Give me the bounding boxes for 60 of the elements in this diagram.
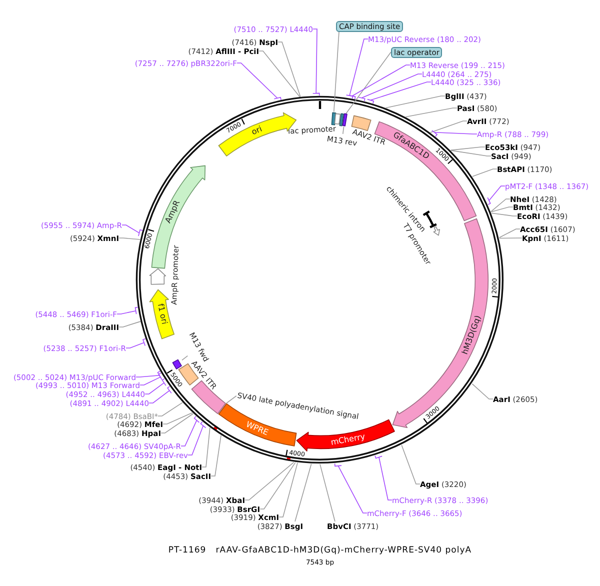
leader-line: [344, 52, 392, 116]
leader-line: [450, 150, 492, 156]
feature-bar: [342, 113, 348, 127]
feature-bar: [172, 358, 182, 370]
leader-line: [180, 416, 200, 446]
leader-line: [333, 31, 340, 112]
leader-line: [140, 372, 163, 386]
leader-line: [278, 42, 301, 98]
leader-line: [491, 212, 518, 216]
leader-line: [258, 50, 300, 98]
leader-line: [346, 38, 368, 100]
leader-line: [148, 386, 172, 404]
leader-line: [374, 455, 392, 500]
leader-line: [118, 238, 141, 240]
leader-line: [278, 462, 298, 518]
leader-line: [144, 378, 166, 394]
leader-line: [312, 28, 320, 96]
leader-line: [472, 383, 494, 400]
leader-line: [158, 402, 183, 416]
leader-line: [334, 463, 368, 514]
leader-line: [401, 444, 420, 484]
leader-line: [342, 126, 344, 134]
leader-line: [122, 224, 143, 236]
leader-line: [226, 395, 237, 404]
leader-line: [320, 464, 336, 522]
leader-line: [487, 186, 506, 205]
leader-line: [210, 434, 222, 476]
leader-line: [385, 96, 446, 108]
leader-line: [358, 74, 422, 102]
feature-label: ori: [250, 124, 264, 138]
leader-line: [236, 62, 282, 100]
leader-line: [160, 413, 194, 434]
feature-block: [296, 418, 396, 452]
leader-line: [126, 338, 146, 348]
feature-block: [218, 112, 297, 156]
leader-line: [472, 168, 498, 177]
leader-line: [490, 198, 510, 212]
leader-line: [450, 146, 486, 151]
leader-line: [116, 306, 138, 314]
leader-line: [118, 321, 141, 328]
leader-line: [405, 108, 458, 118]
leader-line: [490, 206, 514, 212]
leader-line: [188, 421, 206, 456]
leader-line: [367, 82, 432, 104]
feature-label: mCherry: [330, 432, 366, 448]
leader-line: [348, 64, 410, 100]
leader-line: [294, 464, 312, 522]
leader-line: [162, 412, 193, 424]
map-title: PT-1169 rAAV-GfaABC1D-hM3D(Gq)-mCherry-WPRE-SV40 polyA: [168, 546, 472, 556]
leader-line: [260, 462, 296, 510]
leader-line: [498, 228, 520, 238]
leader-line: [182, 355, 188, 361]
feature-bar: [339, 112, 344, 126]
feature-label: f1 ori: [154, 302, 169, 325]
leader-line: [244, 462, 294, 500]
leader-line: [202, 427, 210, 468]
leader-line: [432, 130, 478, 137]
leader-line: [430, 120, 468, 133]
leader-line: [136, 370, 162, 379]
leader-line: [499, 238, 522, 239]
